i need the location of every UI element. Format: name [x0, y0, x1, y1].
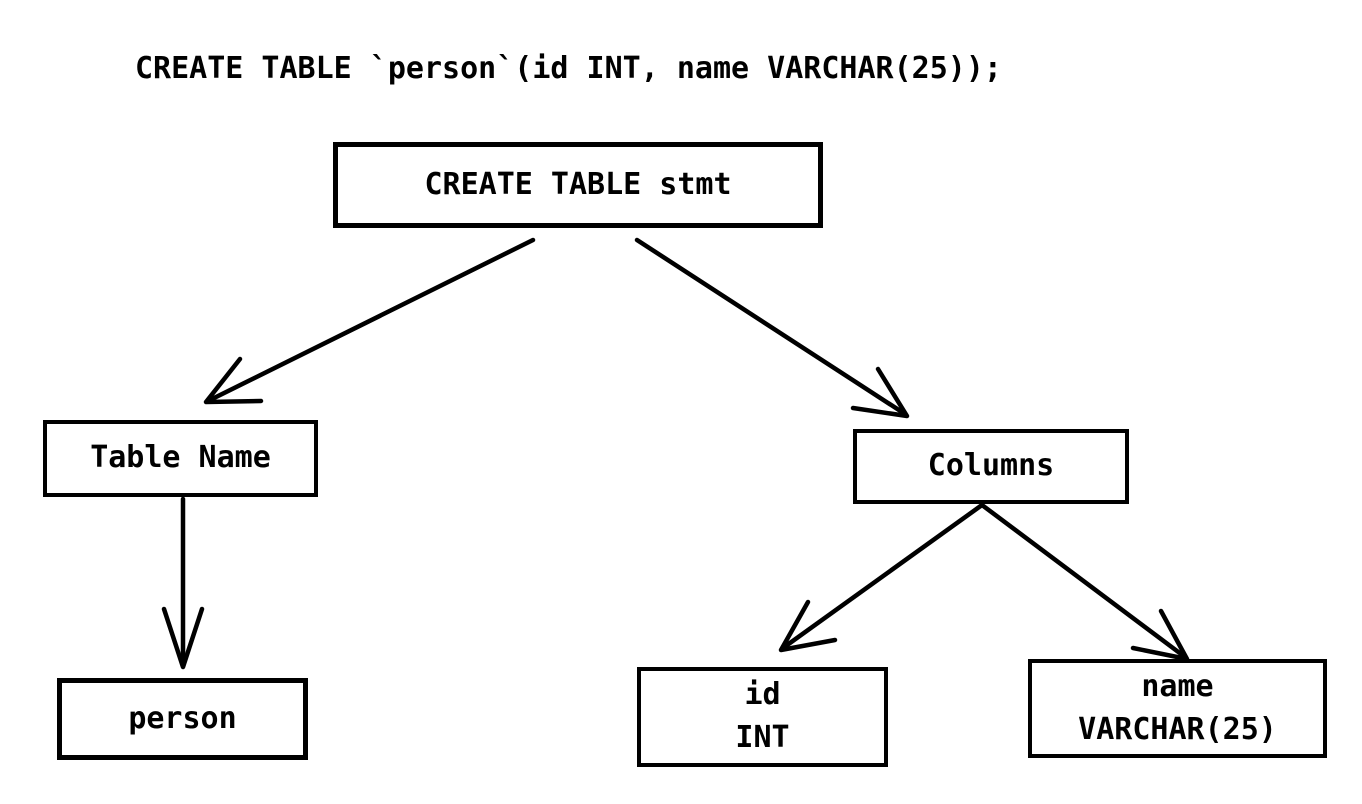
arrowhead-root-to-columns	[850, 366, 910, 419]
node-table-name: Table Name	[43, 420, 318, 497]
node-name-column: name VARCHAR(25)	[1028, 659, 1327, 758]
name-column-name: name	[1141, 668, 1214, 704]
name-column-type: VARCHAR(25)	[1078, 711, 1277, 747]
node-columns-label: Columns	[927, 448, 1055, 484]
node-create-table-stmt: CREATE TABLE stmt	[333, 142, 823, 228]
node-table-name-label: Table Name	[90, 440, 271, 476]
arrowhead-table-name-to-person	[161, 606, 205, 670]
node-id-column: id INT	[637, 667, 888, 767]
arrowhead-root-to-table-name	[203, 356, 264, 405]
node-create-table-stmt-label: CREATE TABLE stmt	[424, 166, 732, 202]
edge-root-to-table-name	[205, 237, 536, 404]
node-person: person	[57, 678, 308, 760]
node-person-label: person	[128, 700, 237, 736]
edge-columns-to-id	[780, 502, 985, 651]
id-column-name: id	[744, 677, 781, 713]
sql-statement-text: CREATE TABLE `person`(id INT, name VARCH…	[135, 51, 1002, 86]
id-column-type: INT	[735, 720, 790, 755]
edge-columns-to-name	[979, 502, 1188, 660]
node-columns: Columns	[853, 429, 1129, 504]
arrowhead-columns-to-id	[778, 599, 838, 653]
edge-root-to-columns	[634, 237, 908, 417]
